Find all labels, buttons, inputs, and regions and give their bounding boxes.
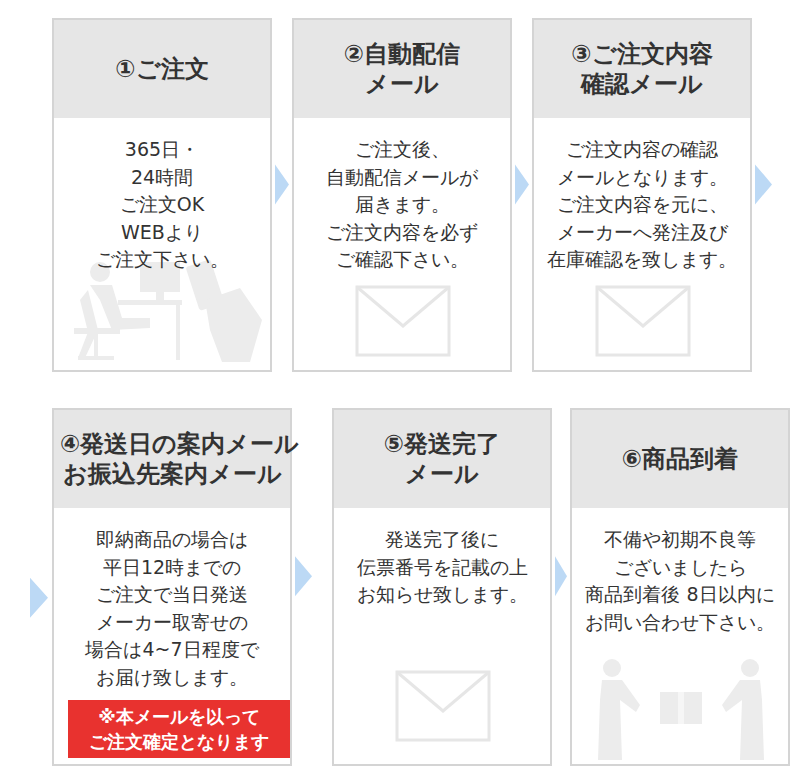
step-heading: ⑥商品到着 <box>572 410 788 508</box>
step-heading: ②自動配信 メール <box>294 20 510 118</box>
step-heading: ④発送日の案内メール お振込先案内メール <box>54 410 290 508</box>
step-heading: ⑤発送完了 メール <box>334 410 550 508</box>
heading-text: ④発送日の案内メール お振込先案内メール <box>60 429 284 489</box>
heading-text: ⑥商品到着 <box>622 444 738 474</box>
step-description: ご注文後、 自動配信メールが 届きます。 ご注文内容を必ず ご確認下さい。 <box>294 118 510 370</box>
flow-chevron <box>515 164 529 204</box>
body-text: ご注文後、 自動配信メールが 届きます。 ご注文内容を必ず ご確認下さい。 <box>326 136 478 274</box>
step-description: 発送完了後に 伝票番号を記載の上 お知らせ致します。 <box>334 508 550 764</box>
step-box: ①ご注文 365日・24時間 ご注文OK WEBより ご注文下さい。 <box>52 18 272 372</box>
heading-text: ①ご注文 <box>115 54 208 84</box>
step-description: 不備や初期不良等 ございましたら 商品到着後 8日以内に お問い合わせ下さい。 <box>572 508 788 764</box>
heading-text: ③ご注文内容 確認メール <box>571 39 712 99</box>
heading-text: ⑤発送完了 メール <box>384 429 500 489</box>
step-box: ④発送日の案内メール お振込先案内メール即納商品の場合は 平日12時までの ご注… <box>52 408 292 766</box>
step-heading: ①ご注文 <box>54 20 270 118</box>
heading-text: ②自動配信 メール <box>344 39 460 99</box>
body-text: 不備や初期不良等 ございましたら 商品到着後 8日以内に お問い合わせ下さい。 <box>585 526 775 636</box>
person-at-computer <box>74 262 182 360</box>
step-box: ②自動配信 メールご注文後、 自動配信メールが 届きます。 ご注文内容を必ず ご… <box>292 18 512 372</box>
body-text: 即納商品の場合は 平日12時までの ご注文で当日発送 メーカー取寄せの 場合は4… <box>85 526 258 691</box>
notice-banner: ※本メールを以って ご注文確定となります <box>68 700 290 758</box>
flow-chevron <box>555 556 567 596</box>
handover-illustration <box>598 659 764 760</box>
step-box: ⑤発送完了 メール発送完了後に 伝票番号を記載の上 お知らせ致します。 <box>332 408 552 766</box>
step-box: ③ご注文内容 確認メールご注文内容の確認 メールとなります。 ご注文内容を元に、… <box>532 18 752 372</box>
body-text: ご注文内容の確認 メールとなります。 ご注文内容を元に、 メーカーへ発注及び 在… <box>547 136 737 274</box>
envelope-icon <box>357 287 689 740</box>
step-description: 365日・24時間 ご注文OK WEBより ご注文下さい。 <box>54 118 270 370</box>
body-text: 365日・24時間 ご注文OK WEBより ご注文下さい。 <box>96 136 229 274</box>
hand-with-phone <box>186 259 262 362</box>
step-description: 即納商品の場合は 平日12時までの ご注文で当日発送 メーカー取寄せの 場合は4… <box>54 508 290 700</box>
step-box: ⑥商品到着不備や初期不良等 ございましたら 商品到着後 8日以内に お問い合わせ… <box>570 408 790 766</box>
flow-chevron <box>275 164 289 204</box>
step-description: ご注文内容の確認 メールとなります。 ご注文内容を元に、 メーカーへ発注及び 在… <box>534 118 750 370</box>
step-heading: ③ご注文内容 確認メール <box>534 20 750 118</box>
flow-chevron <box>295 556 312 596</box>
body-text: 発送完了後に 伝票番号を記載の上 お知らせ致します。 <box>357 526 528 609</box>
notice-text: ※本メールを以って ご注文確定となります <box>89 704 269 754</box>
